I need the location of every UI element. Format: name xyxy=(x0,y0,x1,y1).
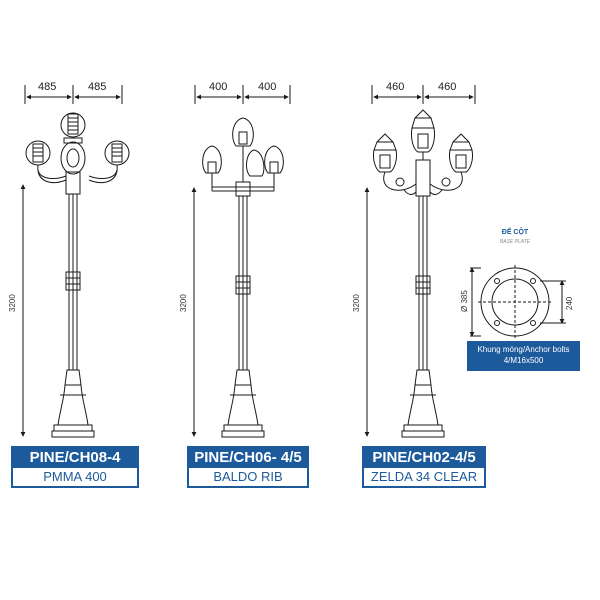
post-pine-ch08-4 xyxy=(20,85,130,438)
base-plate-diameter: Ø 385 xyxy=(460,290,469,312)
post2-width-left: 400 xyxy=(209,81,227,93)
post3-height: 3200 xyxy=(352,294,361,312)
base-plate-drawing xyxy=(469,265,566,339)
product-model: PINE/CH08-4 xyxy=(29,449,121,466)
post-pine-ch02-4-5 xyxy=(364,85,476,438)
product-lantern: BALDO RIB xyxy=(189,468,307,486)
product-label-2: PINE/CH06- 4/5 BALDO RIB xyxy=(187,446,309,488)
anchor-bolts-line1: Khung móng/Anchor bolts xyxy=(477,345,570,354)
post1-width-right: 485 xyxy=(88,81,106,93)
product-lantern: ZELDA 34 CLEAR xyxy=(364,468,484,486)
post3-width-right: 460 xyxy=(438,81,456,93)
product-label-3: PINE/CH02-4/5 ZELDA 34 CLEAR xyxy=(362,446,486,488)
post1-height: 3200 xyxy=(8,294,17,312)
base-plate-bolt-spacing: 240 xyxy=(565,296,574,310)
post3-width-left: 460 xyxy=(386,81,404,93)
anchor-bolts-line2: 4/M16x500 xyxy=(503,356,544,365)
product-lantern: PMMA 400 xyxy=(13,468,137,486)
post2-height: 3200 xyxy=(179,294,188,312)
product-label-1: PINE/CH08-4 PMMA 400 xyxy=(11,446,139,488)
post-pine-ch06-4-5 xyxy=(191,85,291,438)
post1-width-left: 485 xyxy=(38,81,56,93)
base-plate-title: ĐẾ CỘT xyxy=(501,229,529,236)
anchor-bolts-label: Khung móng/Anchor bolts 4/M16x500 xyxy=(467,341,580,371)
product-model: PINE/CH06- 4/5 xyxy=(194,449,302,466)
base-plate-subtitle: BASE PLATE xyxy=(499,239,531,245)
product-model: PINE/CH02-4/5 xyxy=(372,449,476,466)
post2-width-right: 400 xyxy=(258,81,276,93)
